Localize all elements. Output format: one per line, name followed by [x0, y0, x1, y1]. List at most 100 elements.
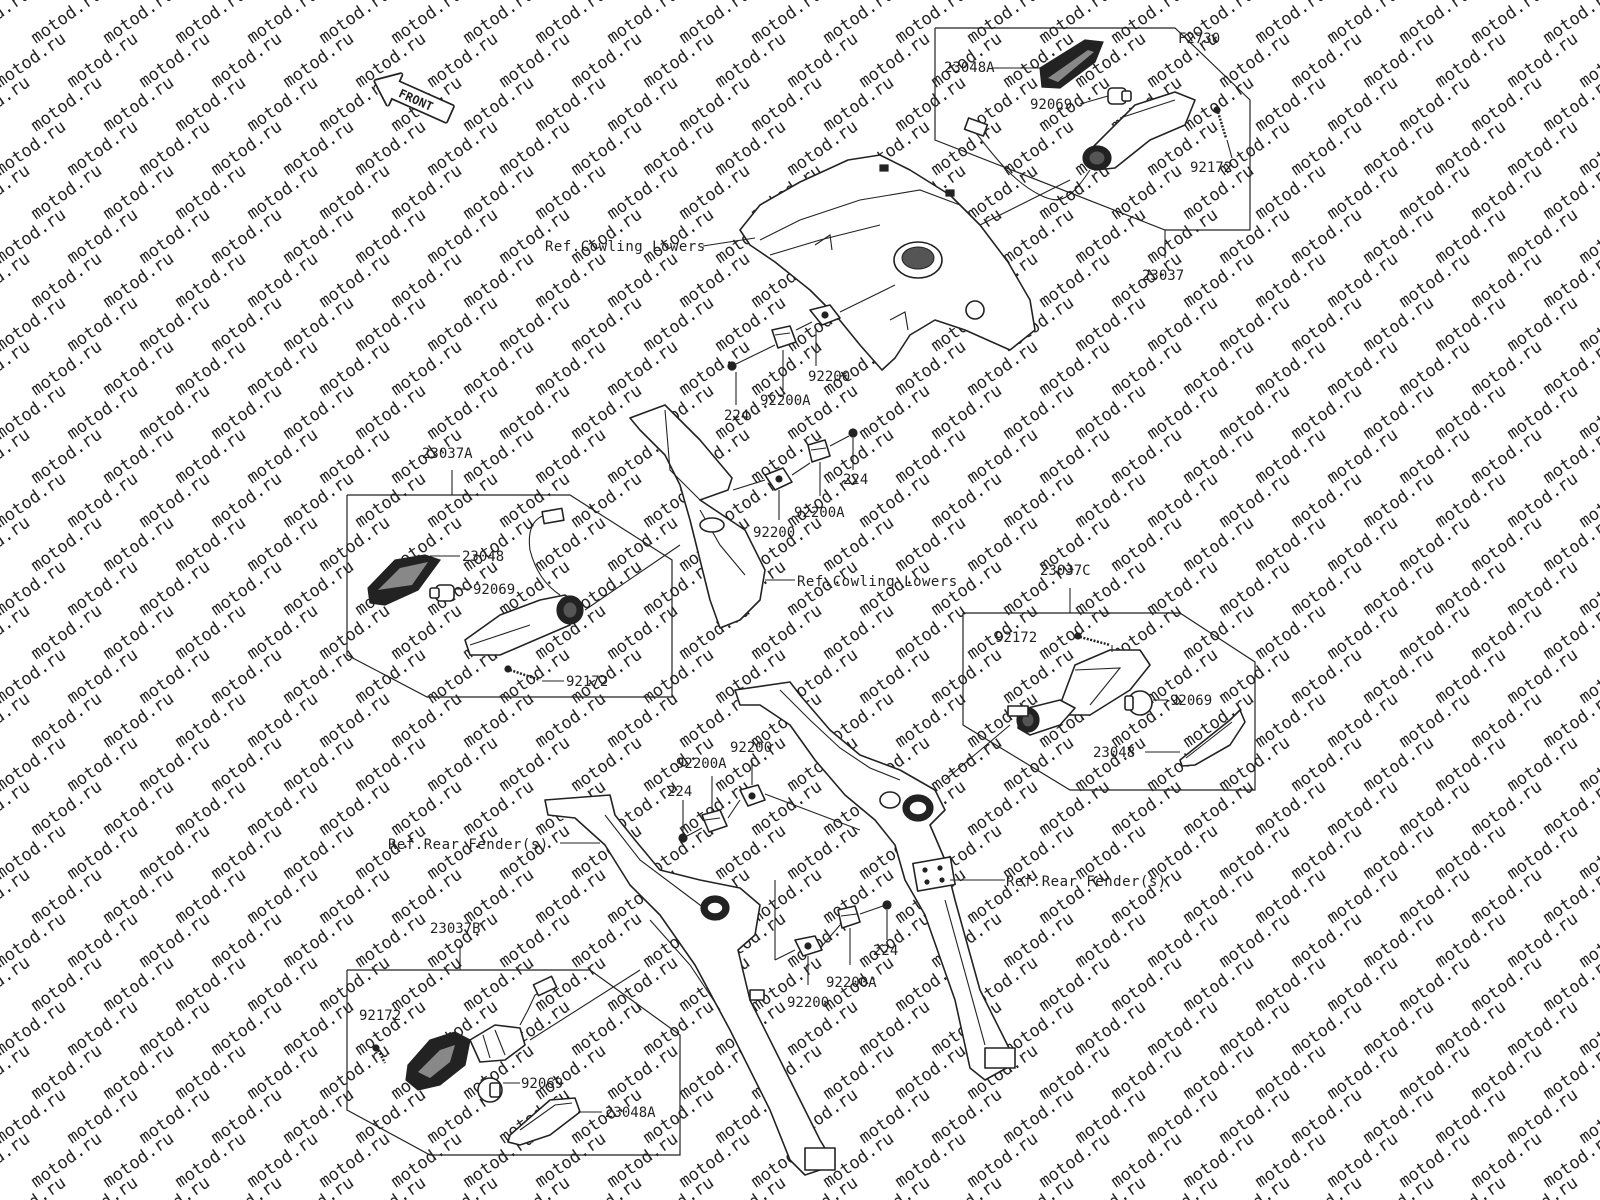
watermark-text: motod.ru — [27, 953, 106, 1016]
watermark-text: motod.ru — [1395, 73, 1474, 136]
hardware-rear-upper — [678, 760, 861, 843]
watermark-text: motod.ru — [171, 73, 250, 136]
watermark-text: motod.ru — [1143, 1085, 1222, 1148]
watermark-text: motod.ru — [1251, 249, 1330, 312]
watermark-text: motod.ru — [387, 337, 466, 400]
watermark-text: motod.ru — [351, 381, 430, 444]
watermark-text: motod.ru — [963, 161, 1042, 224]
part-92172-top: 92172 — [1190, 160, 1232, 176]
watermark-text: motod.ru — [315, 601, 394, 664]
watermark-text: motod.ru — [1107, 425, 1186, 488]
watermark-text: motod.ru — [1431, 469, 1510, 532]
watermark-text: motod.ru — [1359, 381, 1438, 444]
watermark-text: motod.ru — [99, 1129, 178, 1192]
watermark-text: motod.ru — [1251, 73, 1330, 136]
turn-signal-23037b — [405, 975, 558, 1091]
watermark-text: motod.ru — [207, 117, 286, 180]
watermark-text: motod.ru — [99, 953, 178, 1016]
watermark-text: motod.ru — [1035, 249, 1114, 312]
watermark-text: motod.ru — [1323, 337, 1402, 400]
watermark-text: motod.ru — [567, 997, 646, 1060]
watermark-text: motod.ru — [603, 601, 682, 664]
watermark-text: motod.ru — [1179, 1129, 1258, 1192]
watermark-text: motod.ru — [1143, 557, 1222, 620]
watermark-text: motod.ru — [855, 29, 934, 92]
watermark-text: motod.ru — [1071, 205, 1150, 268]
watermark-text: motod.ru — [27, 1041, 106, 1104]
part-23048-mid: 23048 — [462, 549, 504, 565]
assembly-box-23037a — [346, 494, 681, 698]
cowling-lower-middle — [629, 404, 766, 629]
watermark-text: motod.ru — [99, 161, 178, 224]
watermark-text: motod.ru — [1143, 293, 1222, 356]
watermark-text: motod.ru — [927, 645, 1006, 708]
watermark-text: motod.ru — [711, 29, 790, 92]
watermark-text: motod.ru — [1251, 777, 1330, 840]
rear-fender-bracket-right — [734, 681, 1016, 1081]
watermark-text: motod.ru — [423, 733, 502, 796]
watermark-text: motod.ru — [27, 777, 106, 840]
watermark-text: motod.ru — [27, 865, 106, 928]
watermark-text: motod.ru — [531, 425, 610, 488]
ref-cowling-lowers-top: Ref.Cowling Lowers — [545, 239, 706, 255]
watermark-text: motod.ru — [279, 29, 358, 92]
watermark-text: motod.ru — [423, 909, 502, 972]
watermark-text: motod.ru — [279, 117, 358, 180]
watermark-text: motod.ru — [1071, 469, 1150, 532]
watermark-text: motod.ru — [1395, 161, 1474, 224]
watermark-text: motod.ru — [1287, 29, 1366, 92]
watermark-text: motod.ru — [1359, 293, 1438, 356]
watermark-text: motod.ru — [351, 469, 430, 532]
watermark-text: motod.ru — [63, 997, 142, 1060]
watermark-text: motod.ru — [1035, 425, 1114, 488]
watermark-text: motod.ru — [1071, 293, 1150, 356]
watermark-text: motod.ru — [963, 777, 1042, 840]
watermark-text: motod.ru — [1035, 1129, 1114, 1192]
watermark-text: motod.ru — [531, 1041, 610, 1104]
watermark-text: motod.ru — [315, 337, 394, 400]
watermark-text: motod.ru — [171, 1129, 250, 1192]
watermark-text: motod.ru — [423, 381, 502, 444]
watermark-text: motod.ru — [567, 733, 646, 796]
watermark-text: motod.ru — [1395, 513, 1474, 576]
watermark-text: motod.ru — [351, 909, 430, 972]
watermark-text: motod.ru — [63, 469, 142, 532]
watermark-text: motod.ru — [243, 73, 322, 136]
watermark-text: motod.ru — [855, 381, 934, 444]
watermark-text: motod.ru — [1503, 557, 1582, 620]
watermark-text: motod.ru — [279, 733, 358, 796]
ref-cowling-lowers-mid: Ref.Cowling Lowers — [797, 574, 958, 590]
watermark-text: motod.ru — [1143, 909, 1222, 972]
watermark-text: motod.ru — [1359, 205, 1438, 268]
watermark-text: motod.ru — [135, 29, 214, 92]
watermark-text: motod.ru — [495, 381, 574, 444]
watermark-text: motod.ru — [567, 909, 646, 972]
watermark-text: motod.ru — [1323, 249, 1402, 312]
watermark-text: motod.ru — [243, 1041, 322, 1104]
watermark-text: motod.ru — [99, 249, 178, 312]
watermark-text: motod.ru — [279, 469, 358, 532]
watermark-text: motod.ru — [27, 425, 106, 488]
watermark-text: motod.ru — [423, 117, 502, 180]
watermark-text: motod.ru — [63, 645, 142, 708]
part-92172-right: 92172 — [995, 630, 1037, 646]
watermark-text: motod.ru — [639, 117, 718, 180]
watermark-text: motod.ru — [747, 73, 826, 136]
watermark-text: motod.ru — [1467, 337, 1546, 400]
watermark-text: motod.ru — [243, 777, 322, 840]
assembly-box-23037b — [346, 969, 681, 1156]
watermark-text: motod.ru — [999, 381, 1078, 444]
watermark-text: motod.ru — [1395, 337, 1474, 400]
watermark-text: motod.ru — [531, 73, 610, 136]
ref-rear-fender-left: Ref.Rear Fender(s) — [388, 837, 549, 853]
part-92200-mid: 92200 — [753, 525, 795, 541]
watermark-text: motod.ru — [1143, 381, 1222, 444]
watermark-text: motod.ru — [819, 1041, 898, 1104]
watermark-text: motod.ru — [423, 29, 502, 92]
watermark-text: motod.ru — [171, 953, 250, 1016]
watermark-text: motod.ru — [1431, 821, 1510, 884]
watermark-text: motod.ru — [243, 865, 322, 928]
watermark-text: motod.ru — [63, 293, 142, 356]
part-224-top: 224 — [724, 408, 749, 424]
watermark-text: motod.ru — [1359, 997, 1438, 1060]
